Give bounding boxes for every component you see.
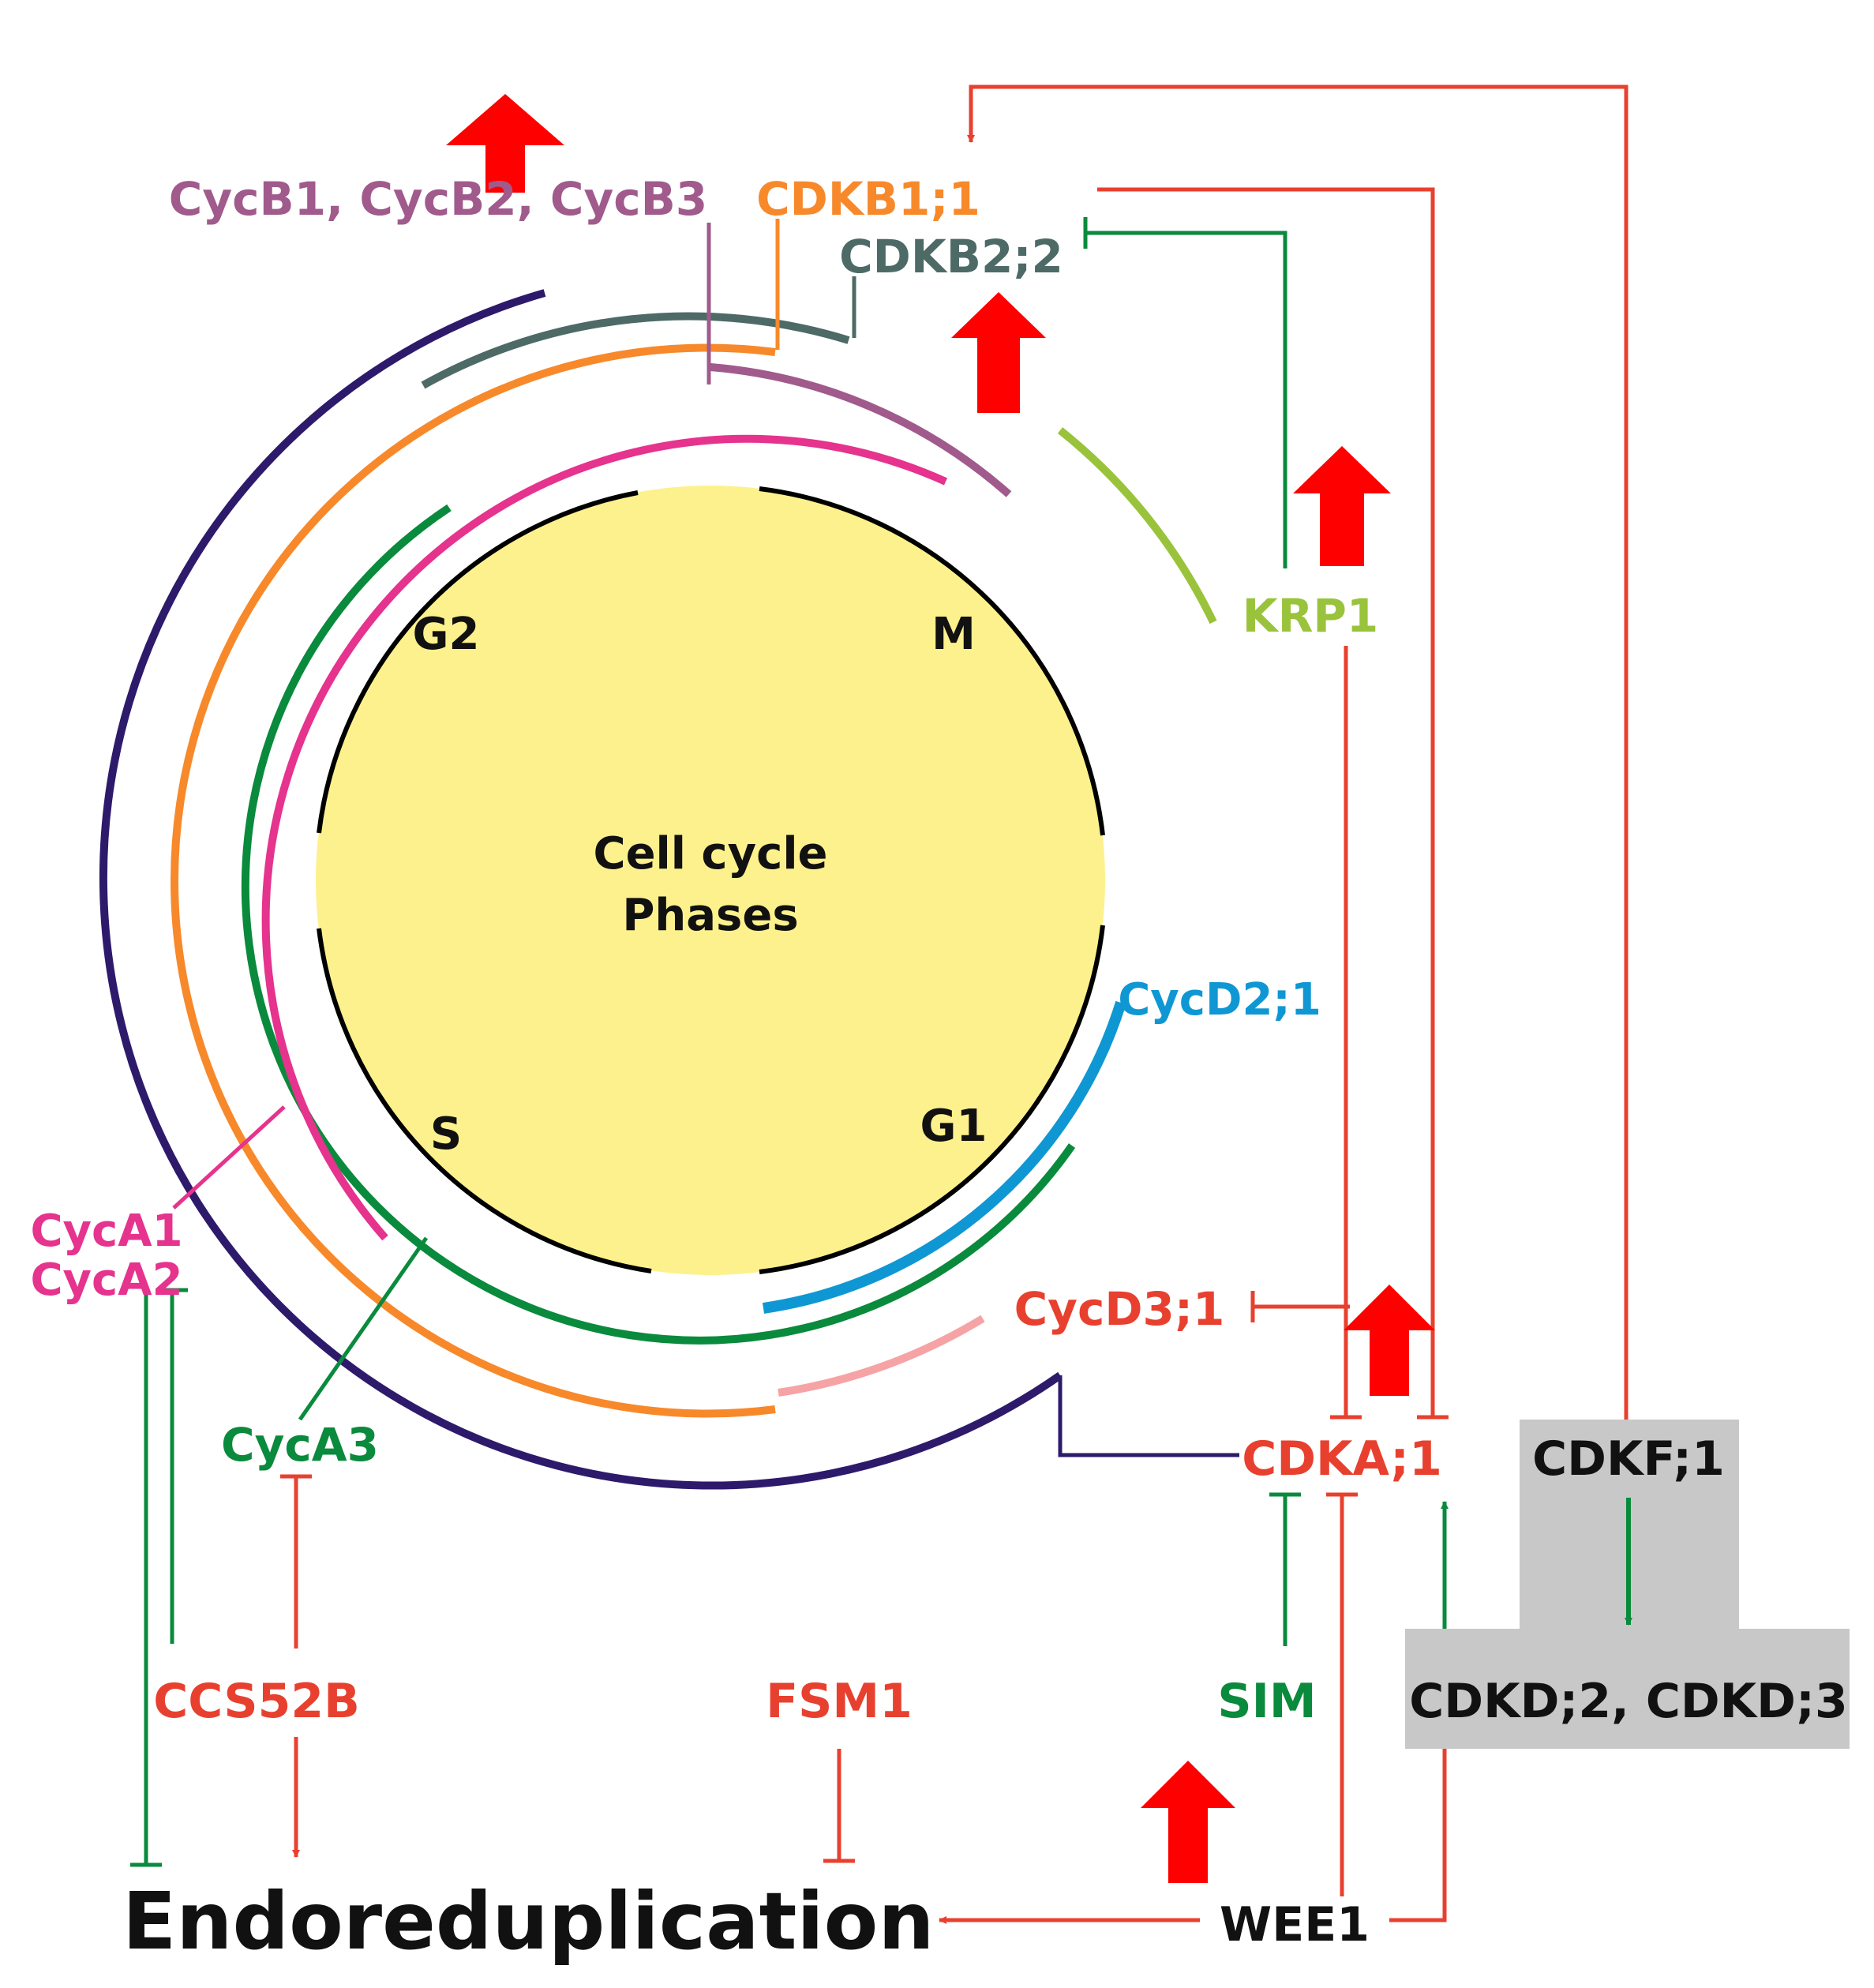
upregulation-arrow-cdkb22 [951,292,1046,413]
cyca3-arc [241,504,1076,1345]
cdkb11-arc [171,343,776,1418]
phase-m: M [931,609,976,660]
label-wee1: WEE1 [1220,1897,1370,1952]
krp1-arc [1057,427,1217,625]
phase-g2: G2 [413,609,480,660]
label-cycb: CycB1, CycB2, CycB3 [169,172,707,226]
upregulation-arrow-wee1 [1141,1761,1235,1883]
cyca-connector [172,1105,286,1210]
label-cycd31: CycD3;1 [1014,1282,1225,1336]
label-cdkf1: CDKF;1 [1532,1431,1725,1487]
label-cdkb22: CDKB2;2 [839,230,1063,283]
cdka1-arc [99,289,1063,1490]
label-endoreduplication: Endoreduplication [122,1875,935,1967]
label-cyca2: CycA2 [30,1255,182,1306]
label-cdkb11: CDKB1;1 [756,172,980,226]
label-cyca3: CycA3 [221,1418,379,1472]
center-title-line2: Phases [622,890,798,941]
phase-s: S [430,1108,462,1160]
label-fsm1: FSM1 [766,1674,913,1729]
label-cdka1: CDKA;1 [1242,1431,1442,1487]
cdka1-connector [1058,1375,1239,1457]
expression-arcs [99,289,1217,1490]
phase-ring [317,486,1105,1274]
label-cyca1: CycA1 [30,1206,182,1257]
cell-cycle-circle [316,486,1105,1275]
label-cdkd: CDKD;2, CDKD;3 [1409,1674,1847,1729]
cycb-arc [710,363,1012,497]
cyca3-connector [298,1236,429,1421]
cycd31-arc [778,1315,985,1397]
cycd21-arc [762,1000,1126,1314]
label-cycd21: CycD2;1 [1118,974,1321,1026]
label-sim: SIM [1217,1674,1316,1729]
upregulation-arrow-cdka1 [1344,1285,1435,1396]
cdkf1-to-cdkb11-line [967,84,1629,1420]
krp1-to-cdkb22-line [1085,231,1287,568]
label-krp1: KRP1 [1242,589,1378,643]
wee1-to-cdkd-line [1389,1741,1447,1922]
cdkb11-to-cdka1-line [1097,187,1435,1417]
upregulation-arrow-krp1 [1293,446,1391,566]
center-title-line1: Cell cycle [593,828,827,880]
phase-g1: G1 [920,1101,988,1152]
label-ccs52b: CCS52B [153,1674,360,1729]
cyca-arc [261,434,948,1241]
upregulation-arrow-cycb [446,94,564,193]
cdkb22-arc [421,312,850,389]
